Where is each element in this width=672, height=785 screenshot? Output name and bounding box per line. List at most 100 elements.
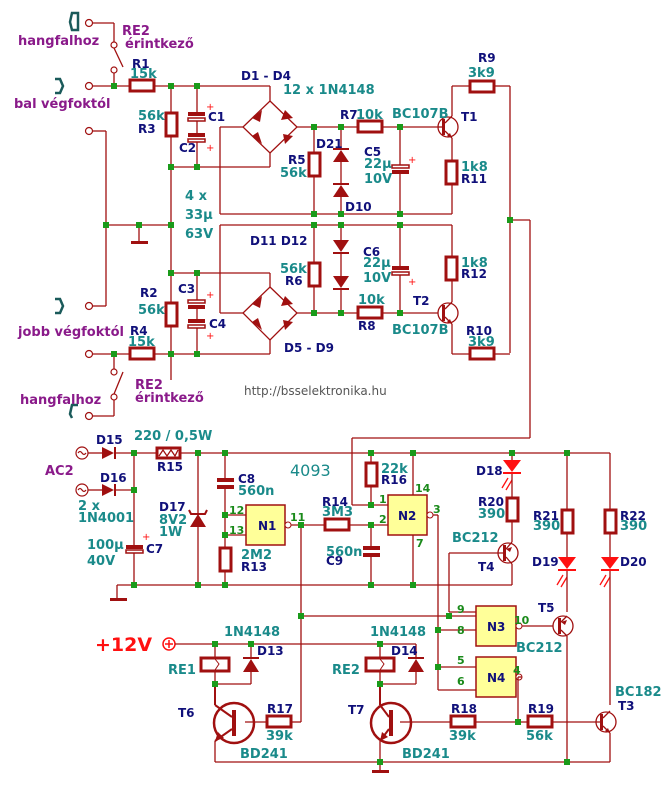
T7-name: T7	[348, 703, 365, 717]
C9-name: C9	[326, 554, 343, 568]
diode-D11	[333, 240, 349, 252]
T2-name: T2	[413, 294, 430, 308]
pin-14: 14	[415, 482, 431, 495]
capacitor-C2	[188, 133, 205, 137]
T5-name: T5	[538, 601, 555, 615]
R16-name: R16	[381, 473, 407, 487]
R14-value: 3M3	[322, 505, 353, 520]
T6-value: BD241	[240, 747, 288, 762]
resistor-R3	[164, 111, 179, 138]
resistor-R6	[307, 261, 322, 288]
R5-name: R5	[288, 153, 306, 167]
T7-value: BD241	[402, 747, 450, 762]
C3-name: C3	[178, 282, 195, 296]
R20-value: 390	[478, 507, 505, 522]
resistor-R19	[526, 714, 554, 729]
N1-label: N1	[258, 519, 276, 533]
resistor-R12	[444, 255, 459, 282]
T3-value: BC182	[615, 685, 662, 700]
relay-contact-arm	[113, 47, 124, 68]
resistor-R2	[164, 301, 179, 328]
capacitor-C1	[188, 112, 205, 116]
diode-D14	[408, 659, 424, 672]
R1-name: R1	[132, 57, 150, 71]
R8-name: R8	[358, 319, 376, 333]
gate-N3: N3 9 8 10	[457, 603, 530, 647]
N4-label: N4	[487, 671, 505, 685]
capacitor-C6	[392, 266, 409, 270]
diode-D15	[102, 447, 114, 459]
relay-contact-pivot	[110, 41, 118, 49]
right-channel: D11 D12 56k R6 + C6 22µ 10V D5 - D9 10k	[17, 224, 510, 421]
relay-coil-RE2	[364, 656, 396, 673]
C1-4-voltage: 63V	[185, 227, 213, 242]
led-D20	[599, 453, 619, 705]
D1-D4-name: D1 - D4	[241, 69, 291, 83]
R19-name: R19	[528, 702, 554, 716]
input-jack-icon	[55, 297, 65, 315]
gate-N1: N1 12 13 11	[229, 504, 305, 546]
R4-name: R4	[130, 324, 148, 338]
led-D18	[501, 453, 521, 491]
pin-8: 8	[457, 624, 465, 637]
C4-name: C4	[209, 317, 226, 331]
svg-text:+: +	[206, 290, 214, 301]
svg-text:+: +	[206, 143, 214, 154]
D17-name: D17	[159, 500, 186, 514]
R21-name: R21	[533, 509, 559, 523]
C1-name: C1	[208, 110, 225, 124]
C6-name: C6	[363, 245, 380, 259]
ground-icon	[131, 241, 148, 244]
speaker-label-bottom: hangfalhoz	[20, 393, 101, 408]
R16-value: 22k	[381, 462, 408, 477]
resistor-R5	[307, 151, 322, 178]
RE2-name: RE2	[332, 663, 360, 678]
C6-value: 22µ	[363, 256, 391, 271]
diode-D10	[333, 185, 349, 197]
D5-D9-name: D5 - D9	[284, 341, 334, 355]
resistor-R21	[560, 508, 575, 535]
R21-value: 390	[533, 519, 560, 534]
R7-value: 10k	[356, 108, 383, 123]
junction-dots	[103, 83, 570, 765]
transistor-T6	[212, 684, 256, 745]
pin-10: 10	[514, 614, 530, 627]
D17-power: 1W	[159, 525, 182, 540]
relay-contact-label-bottom: érintkező	[135, 391, 204, 406]
C5-voltage: 10V	[364, 172, 392, 187]
right-input-label: jobb végfoktól	[17, 325, 124, 340]
R9-name: R9	[478, 51, 496, 65]
resistor-R16	[364, 461, 379, 488]
C8-value: 560n	[238, 484, 274, 499]
D14-value: 1N4148	[370, 625, 426, 640]
R10-name: R10	[466, 324, 492, 338]
N2-label: N2	[398, 509, 416, 523]
ground-icon	[110, 598, 127, 601]
svg-text:+: +	[142, 532, 150, 543]
pin-1: 1	[379, 493, 387, 506]
capacitor-C3	[187, 299, 206, 304]
D13-value: 1N4148	[224, 625, 280, 640]
R15-name: R15	[157, 460, 183, 474]
R20-name: R20	[478, 495, 504, 509]
T4-value: BC212	[452, 531, 499, 546]
relay-contact-label-top: érintkező	[125, 37, 194, 52]
pin-13: 13	[229, 524, 244, 537]
D15-name: D15	[96, 433, 123, 447]
C6-voltage: 10V	[363, 271, 391, 286]
C7-voltage: 40V	[87, 554, 115, 569]
R13-name: R13	[241, 560, 267, 574]
C9-value: 560n	[326, 545, 362, 560]
resistor-R9	[468, 79, 496, 94]
T1-name: T1	[461, 110, 478, 124]
resistor-R14	[323, 517, 351, 532]
C1-4-value: 33µ	[185, 208, 213, 223]
R13-value: 2M2	[241, 548, 272, 563]
pin-9: 9	[457, 603, 465, 616]
C7-name: C7	[146, 542, 163, 556]
pin-4: 4	[513, 664, 521, 677]
T1-value: BC107B	[392, 107, 449, 122]
R12-value: 1k8	[461, 256, 488, 271]
left-input-label: bal végfoktól	[14, 97, 111, 112]
capacitor-C5	[391, 164, 410, 169]
